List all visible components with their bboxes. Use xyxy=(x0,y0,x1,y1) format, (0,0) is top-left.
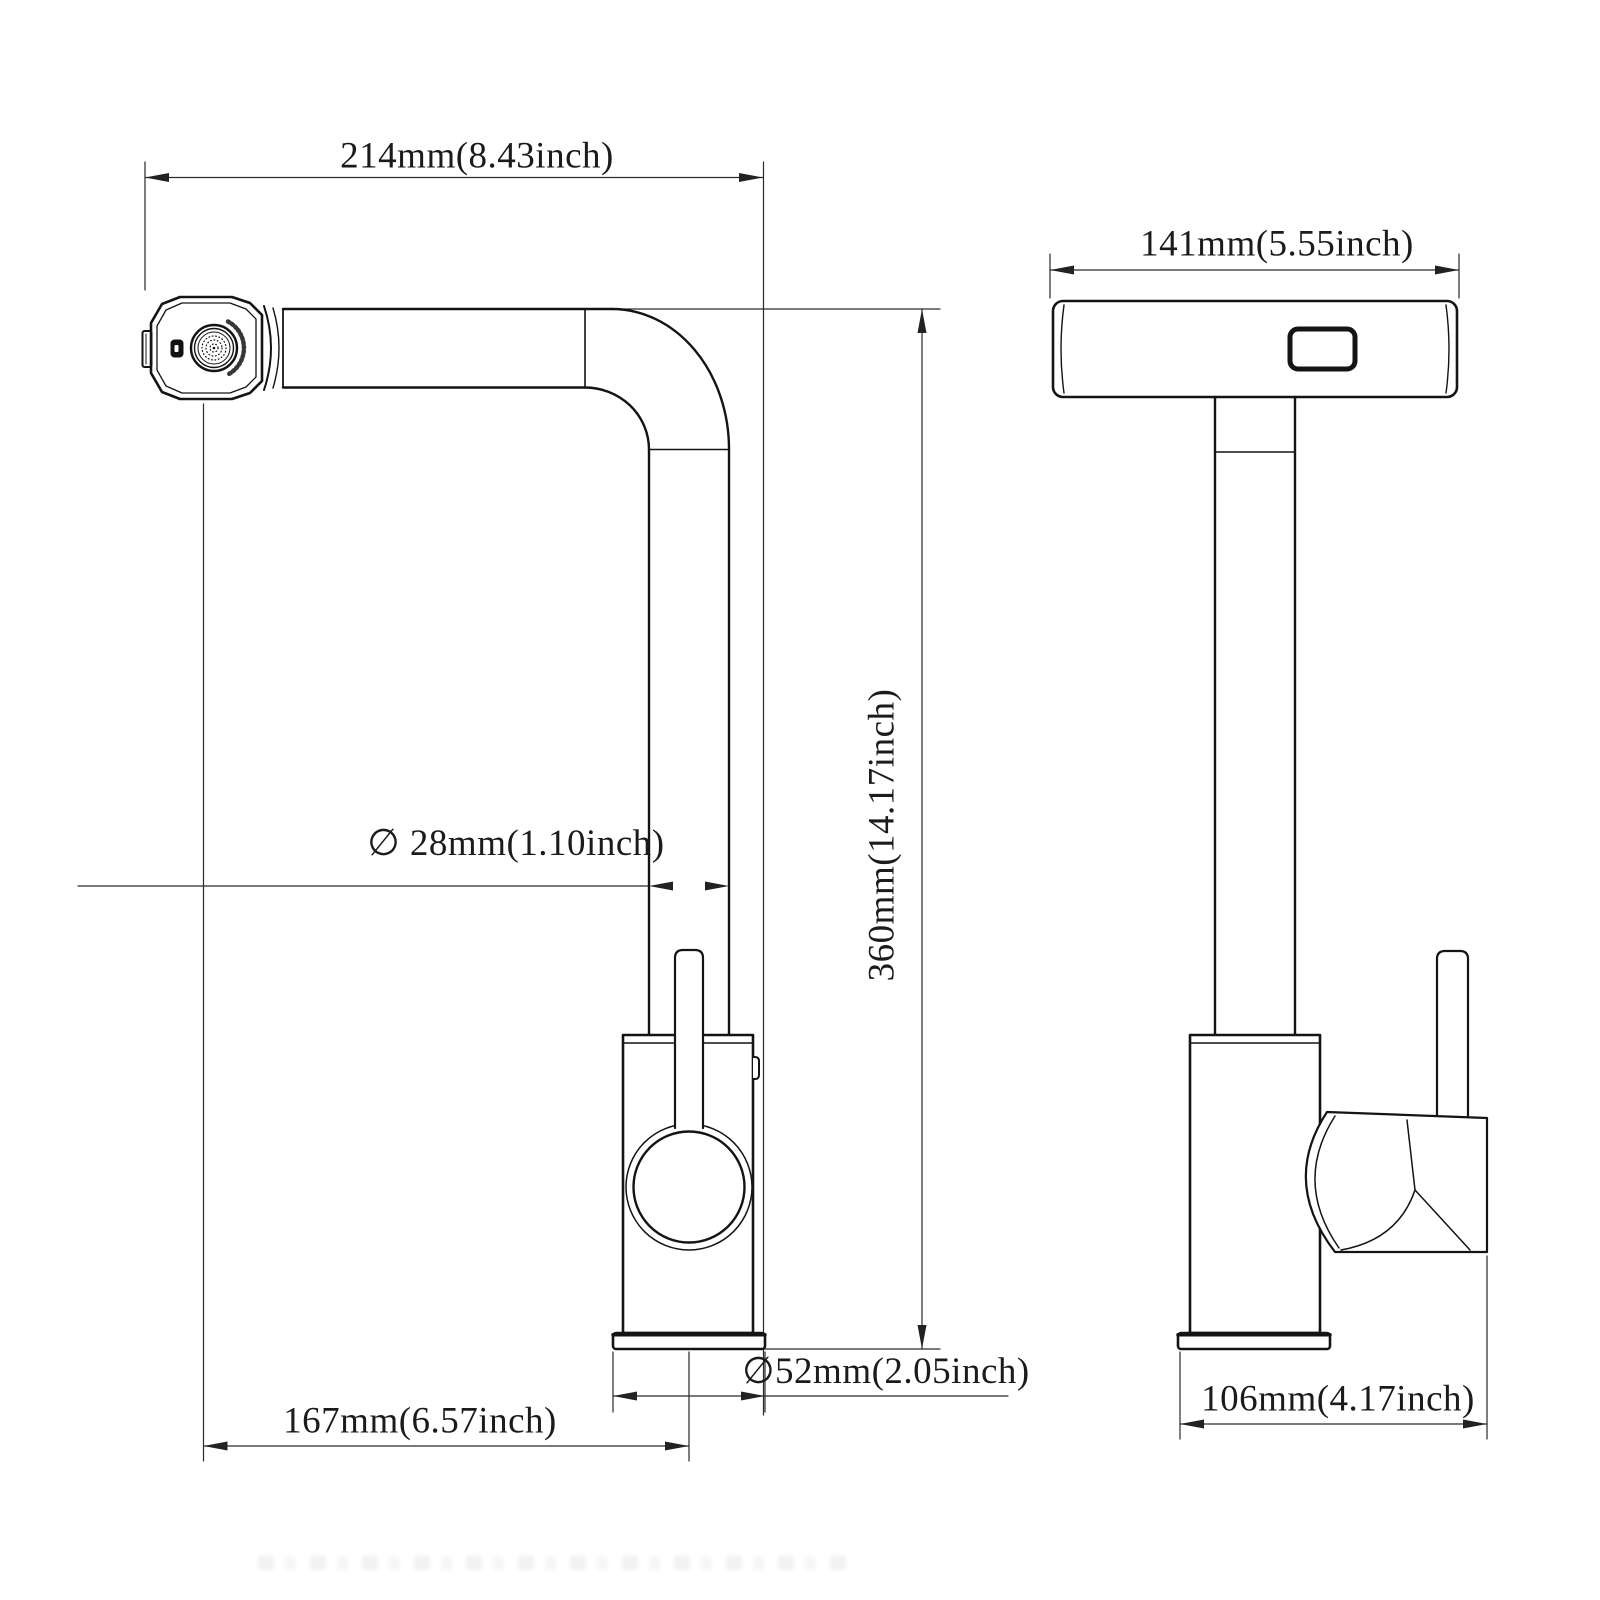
spray-head-ring-text xyxy=(225,319,247,377)
handle-socket xyxy=(1304,1110,1489,1254)
dim-label-spout-reach: 214mm(8.43inch) xyxy=(340,135,614,177)
front-view xyxy=(1051,299,1489,1351)
spray-head xyxy=(141,295,280,401)
faint-watermark xyxy=(258,1556,858,1570)
faucet-body-front xyxy=(1188,1033,1322,1335)
spout-bend xyxy=(583,307,731,451)
handle-front xyxy=(1304,949,1489,1254)
dim-label-pipe-diameter: ∅ 28mm(1.10inch) xyxy=(367,823,665,864)
spray-head-clip-nub xyxy=(141,330,153,368)
spray-mode-button xyxy=(170,339,184,358)
display-window xyxy=(1287,326,1358,372)
base-flange-side xyxy=(611,1331,767,1351)
handle-joint-inner xyxy=(632,1130,746,1244)
spray-head-collar xyxy=(263,305,280,391)
dim-label-overall-height: 360mm(14.17inch) xyxy=(861,688,903,982)
side-view xyxy=(141,295,767,1351)
dim-label-head-width: 141mm(5.55inch) xyxy=(1140,223,1414,265)
base-flange-front xyxy=(1176,1331,1332,1351)
dim-label-base-diameter: ∅52mm(2.05inch) xyxy=(742,1351,1030,1392)
dim-label-outlet-to-center: 167mm(6.57inch) xyxy=(283,1400,557,1442)
sprayer-face xyxy=(189,323,239,373)
down-pipe xyxy=(647,448,731,1037)
faucet-body-side xyxy=(621,948,760,1335)
dim-label-body-depth: 106mm(4.17inch) xyxy=(1201,1378,1475,1420)
handle-lever-side xyxy=(673,948,705,1130)
dimension-lines xyxy=(77,161,1488,1462)
down-pipe-front xyxy=(1213,395,1297,1037)
dimension-arrows xyxy=(145,173,1487,1451)
spout-tube xyxy=(281,307,614,389)
head-bar-front xyxy=(1051,299,1459,399)
handle-lever-front xyxy=(1435,949,1470,1127)
body-side-button xyxy=(752,1056,760,1080)
